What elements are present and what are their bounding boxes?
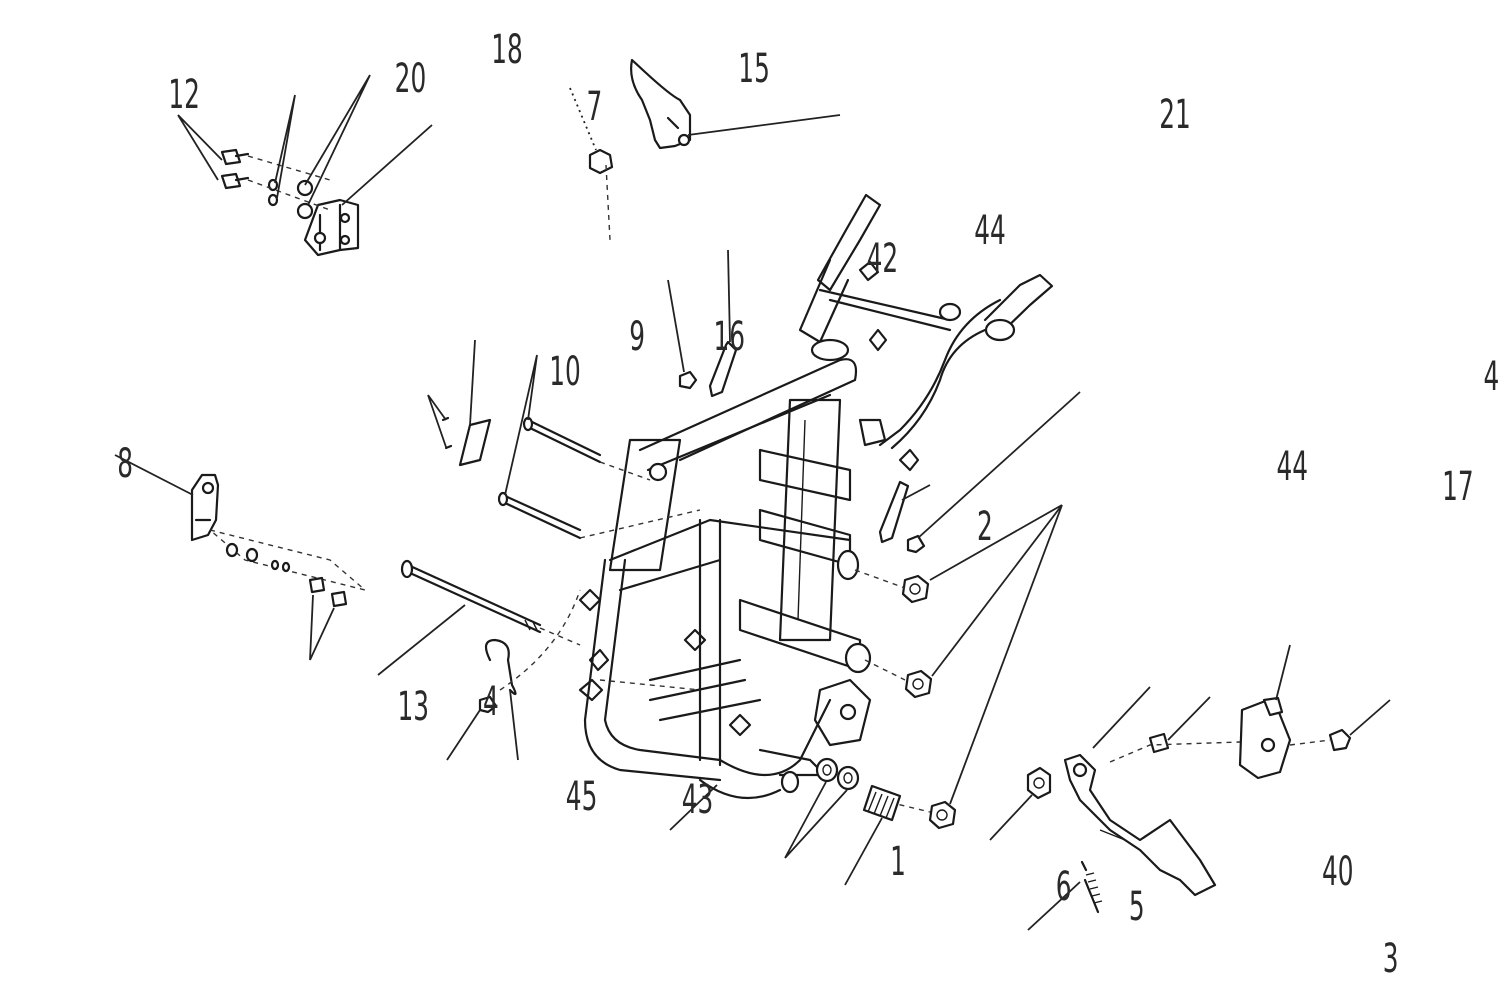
callout-44-right: 44 — [1277, 443, 1309, 490]
callout-10: 10 — [549, 348, 581, 395]
hardware-group-box — [209, 529, 366, 591]
switch-14 — [1238, 696, 1292, 780]
bolt-42-right — [906, 534, 926, 554]
callout-42-right: 42 — [1484, 353, 1500, 400]
callout-4: 4 — [483, 678, 499, 725]
bracket-7 — [303, 198, 360, 257]
screw-45 — [478, 695, 498, 714]
callout-labels: 12 20 18 7 15 21 42 44 10 9 16 8 2 42 44… — [117, 26, 1500, 982]
spring-3 — [1080, 860, 1103, 914]
hook-43 — [484, 638, 517, 696]
washers-20-18 — [267, 178, 314, 220]
nut-15-top — [588, 148, 614, 175]
nuts-17 — [901, 574, 957, 830]
bushing-5 — [862, 784, 902, 822]
clip-44-right — [878, 480, 910, 544]
callout-3: 3 — [1383, 935, 1399, 982]
bracket-8 — [190, 473, 220, 542]
callout-12: 12 — [168, 71, 200, 118]
callout-15-top: 15 — [738, 45, 770, 92]
callout-40: 40 — [1322, 848, 1354, 895]
side-stand-2 — [1063, 753, 1217, 897]
nut-40 — [1026, 766, 1052, 800]
callout-5: 5 — [1129, 883, 1145, 930]
callout-8: 8 — [117, 440, 133, 487]
pad-9 — [458, 418, 492, 467]
bolt-42-upper — [678, 370, 698, 390]
callout-7: 7 — [587, 83, 603, 130]
callout-18: 18 — [491, 26, 523, 73]
callout-16: 16 — [713, 313, 745, 360]
callout-21: 21 — [1159, 91, 1191, 138]
bracket-21 — [630, 58, 692, 150]
callout-42-upper: 42 — [867, 235, 899, 282]
callout-17: 17 — [1442, 463, 1474, 510]
long-bolts-16 — [497, 416, 602, 540]
callout-1: 1 — [890, 838, 906, 885]
callout-44-upper: 44 — [974, 207, 1006, 254]
bolt-15-right — [1328, 728, 1352, 752]
axle-4 — [400, 559, 542, 634]
washers-6 — [815, 757, 860, 791]
callout-43: 43 — [682, 776, 714, 823]
main-frame — [578, 193, 1054, 800]
bolts-12 — [220, 148, 250, 190]
callout-6: 6 — [1056, 863, 1072, 910]
callout-45: 45 — [566, 773, 598, 820]
pin-11 — [1148, 732, 1170, 754]
callout-13: 13 — [397, 683, 429, 730]
clip-44-upper — [708, 340, 738, 398]
callout-20: 20 — [395, 55, 427, 102]
leader-lines — [114, 74, 1391, 931]
callout-9: 9 — [629, 313, 645, 360]
callout-2-frame: 2 — [977, 503, 993, 550]
